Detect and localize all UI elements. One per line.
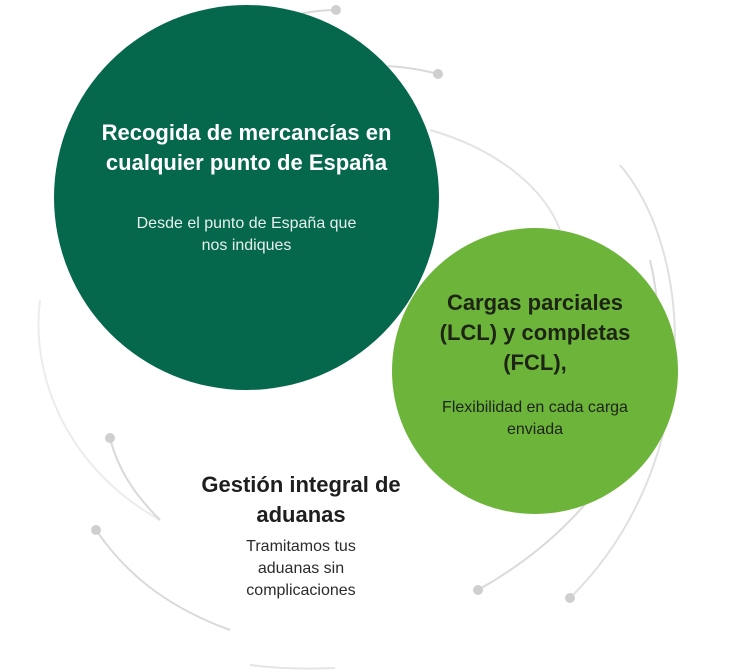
card-loads-description: Flexibilidad en cada carga enviada [442,398,628,438]
arc-left [37,299,161,521]
arc-bottom-left [95,529,231,631]
dot-upper-right [433,69,443,79]
dot-top [331,5,341,15]
card-loads: Cargas parciales (LCL) y completas (FCL)… [392,228,678,514]
card-pickup-title: Recogida de mercancías en cualquier punt… [101,120,392,175]
arc-bottom [249,664,336,670]
dot-left [105,433,115,443]
card-customs: Gestión integral de aduanas Tramitamos t… [190,470,412,602]
arc-left-lower [109,437,161,521]
card-customs-description: Tramitamos tus aduanas sin complicacione… [246,538,356,599]
card-customs-title: Gestión integral de aduanas [201,472,401,527]
card-pickup: Recogida de mercancías en cualquier punt… [54,5,439,390]
card-loads-title: Cargas parciales (LCL) y completas (FCL)… [439,289,631,375]
dot-bottom-right-1 [473,585,483,595]
dot-bottom-right-2 [565,593,575,603]
dot-bottom-left [91,525,101,535]
arc-upper-right [387,65,439,75]
arc-inner-right [429,129,561,231]
card-pickup-description: Desde el punto de España que nos indique… [136,215,357,254]
